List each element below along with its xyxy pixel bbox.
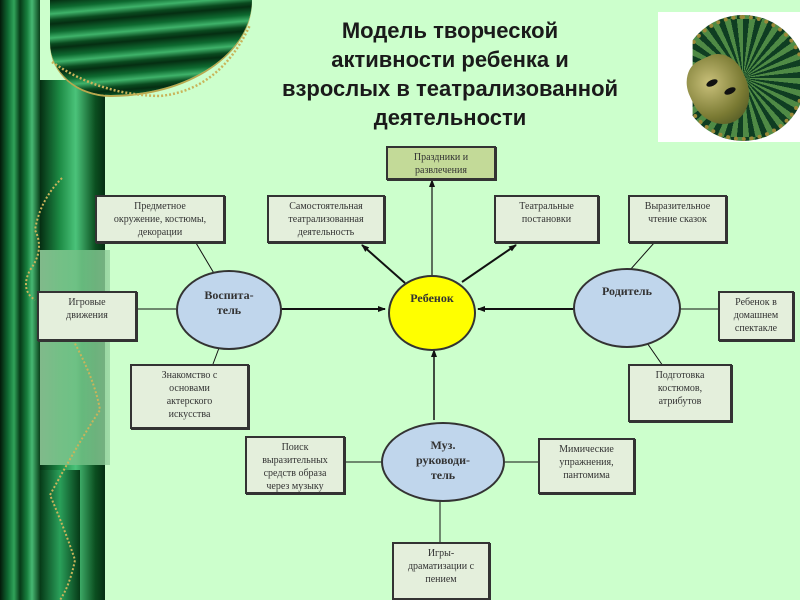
line-parent-reading	[629, 242, 655, 271]
box-text: спектакле	[734, 323, 778, 334]
box-text: Игры-	[427, 548, 455, 559]
node-label: тель	[216, 303, 242, 317]
box-environment: Предметное окружение, костюмы, декорации	[95, 195, 225, 243]
node-educator: Воспита- тель	[176, 270, 282, 350]
box-text: атрибутов	[658, 396, 702, 407]
box-mimic: Мимические упражнения, пантомима	[538, 438, 635, 494]
title-line: деятельности	[373, 105, 527, 130]
box-independent-activity: Самостоятельная театрализованная деятель…	[267, 195, 385, 243]
box-text: чтение сказок	[648, 214, 707, 225]
box-text: искусства	[168, 409, 211, 420]
curtain-bottom	[40, 470, 80, 600]
box-home-performance: Ребенок в домашнем спектакле	[718, 291, 794, 341]
box-text: Праздники и	[413, 152, 469, 163]
box-text: выразительных	[262, 455, 328, 466]
title-line: активности ребенка и	[331, 47, 569, 72]
node-label: тель	[430, 468, 456, 482]
box-text: развлечения	[415, 165, 467, 176]
box-text: актерского	[166, 396, 213, 407]
box-text: Мимические	[559, 444, 614, 455]
box-text: упражнения,	[559, 457, 614, 468]
box-text: Самостоятельная	[289, 201, 363, 212]
box-reading: Выразительное чтение сказок	[628, 195, 727, 243]
box-acting-basics: Знакомство с основами актерского искусст…	[130, 364, 249, 429]
title-line: Модель творческой	[341, 18, 559, 43]
curtain-sheer	[40, 250, 110, 465]
box-text: Выразительное	[644, 201, 711, 212]
node-label: Муз.	[430, 438, 456, 452]
node-child: Ребенок	[388, 275, 476, 351]
box-text: Игровые	[68, 297, 106, 308]
box-text: домашнем	[733, 310, 779, 321]
title-line: взрослых в театрализованной	[281, 76, 619, 101]
node-label: Родитель	[602, 284, 652, 298]
box-text: Подготовка	[655, 370, 705, 381]
node-parent: Родитель	[573, 268, 681, 348]
box-text: окружение, костюмы,	[113, 214, 207, 225]
curtain-left-panel	[0, 0, 40, 600]
page-title: Модель творческой активности ребенка и в…	[240, 16, 660, 132]
box-costumes: Подготовка костюмов, атрибутов	[628, 364, 732, 422]
box-text: пением	[425, 574, 457, 585]
box-text: деятельность	[297, 227, 355, 238]
box-text: Театральные	[519, 201, 574, 212]
node-label: Ребенок	[410, 291, 454, 305]
box-drama-games: Игры- драматизации с пением	[392, 542, 490, 600]
box-text: постановки	[521, 214, 572, 225]
box-text: движения	[66, 310, 108, 321]
node-label: Воспита-	[204, 288, 254, 302]
arrow-child-to-independent	[361, 244, 406, 284]
box-text: театрализованная	[288, 214, 364, 225]
box-game-movements: Игровые движения	[37, 291, 137, 341]
box-text: средств образа	[263, 468, 327, 479]
box-music-search: Поиск выразительных средств образа через…	[245, 436, 345, 494]
box-text: Предметное	[134, 201, 186, 212]
box-text: костюмов,	[657, 383, 703, 394]
box-holidays: Праздники и развлечения	[386, 146, 496, 180]
box-text: Поиск	[281, 442, 309, 453]
box-text: Ребенок в	[735, 297, 777, 308]
box-text: основами	[169, 383, 210, 394]
curtain-trim	[25, 24, 252, 600]
box-performances: Театральные постановки	[494, 195, 599, 243]
box-text: пантомима	[563, 470, 610, 481]
node-label: руководи-	[415, 453, 470, 467]
line-educator-environment	[195, 242, 216, 276]
node-music-director: Муз. руководи- тель	[381, 422, 505, 502]
arrow-child-to-performances	[461, 244, 517, 283]
box-text: драматизации с	[407, 561, 475, 572]
box-text: через музыку	[266, 481, 324, 492]
box-text: декорации	[137, 227, 183, 238]
box-text: Знакомство с	[161, 370, 218, 381]
